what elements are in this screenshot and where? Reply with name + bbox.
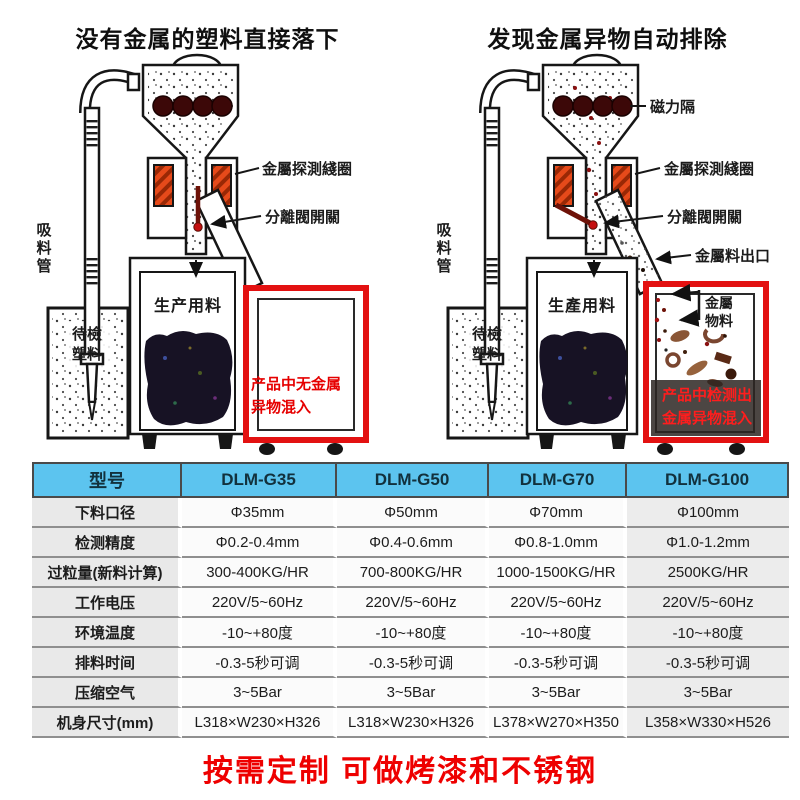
spec-value-cell: Φ100mm bbox=[627, 498, 789, 528]
footer-slogan: 按需定制 可做烤漆和不锈钢 bbox=[202, 755, 598, 788]
suction-pipe bbox=[479, 69, 541, 421]
left-diagram-art bbox=[46, 53, 369, 455]
spec-value-cell: 220V/5~60Hz bbox=[627, 588, 789, 618]
spec-label-cell: 检测精度 bbox=[32, 528, 182, 558]
coil-label: 金屬探測綫圈 bbox=[262, 161, 353, 178]
spec-label-cell: 压缩空气 bbox=[32, 678, 182, 708]
spec-value-cell: Φ1.0-1.2mm bbox=[627, 528, 789, 558]
leader-lines bbox=[210, 167, 262, 229]
leader-lines bbox=[603, 105, 692, 265]
production-container bbox=[128, 256, 247, 436]
spec-value-cell: L318×W230×H326 bbox=[337, 708, 489, 738]
spec-label-cell: 工作电压 bbox=[32, 588, 182, 618]
suction-pipe-label: 吸料管 bbox=[34, 222, 52, 276]
spec-value-cell: L318×W230×H326 bbox=[182, 708, 337, 738]
col-header-model: DLM-G35 bbox=[182, 462, 337, 498]
production-container bbox=[525, 256, 639, 436]
spec-label-cell: 过粒量(新料计算) bbox=[32, 558, 182, 588]
spec-value-cell: L358×W330×H526 bbox=[627, 708, 789, 738]
valve-label: 分離閥開關 bbox=[667, 209, 743, 226]
spec-value-cell: Φ35mm bbox=[182, 498, 337, 528]
spec-value-cell: 1000-1500KG/HR bbox=[489, 558, 627, 588]
spec-value-cell: -0.3-5秒可调 bbox=[489, 648, 627, 678]
col-header-model: DLM-G50 bbox=[337, 462, 489, 498]
spec-value-cell: -0.3-5秒可调 bbox=[182, 648, 337, 678]
machine-legs bbox=[142, 434, 343, 455]
no-metal-note: 产品中无金属 异物混入 bbox=[251, 376, 342, 416]
separation-valve bbox=[193, 186, 203, 232]
spec-value-cell: 3~5Bar bbox=[627, 678, 789, 708]
metal-outlet-label: 金屬料出口 bbox=[695, 248, 771, 265]
spec-label-cell: 机身尺寸(mm) bbox=[32, 708, 182, 738]
spec-label-cell: 排料时间 bbox=[32, 648, 182, 678]
magnet-label: 磁力隔 bbox=[650, 99, 696, 116]
metal-annotation-box bbox=[643, 281, 769, 443]
right-diagram-panel: 发现金属异物自动排除 磁力隔 金屬探測綫圈 分離閥開關 金屬料出口 生產用料 吸… bbox=[415, 18, 800, 460]
spec-value-cell: -0.3-5秒可调 bbox=[627, 648, 789, 678]
spec-value-cell: -10~+80度 bbox=[627, 618, 789, 648]
no-metal-annotation-box bbox=[243, 285, 369, 443]
magnet-rollers bbox=[552, 95, 633, 117]
spec-value-cell: -10~+80度 bbox=[337, 618, 489, 648]
right-diagram-art bbox=[446, 53, 769, 455]
left-diagram-panel: 没有金属的塑料直接落下 金屬探測綫圈 分離閥開關 生产用料 吸料管 待檢 塑料 … bbox=[15, 18, 400, 460]
col-header-model: DLM-G70 bbox=[489, 462, 627, 498]
spec-value-cell: 3~5Bar bbox=[182, 678, 337, 708]
metal-material-label: 金屬 物料 bbox=[705, 295, 733, 329]
suction-pipe-label: 吸料管 bbox=[434, 222, 452, 276]
spec-row: 环境温度-10~+80度-10~+80度-10~+80度-10~+80度 bbox=[32, 618, 789, 648]
spec-value-cell: L378×W270×H350 bbox=[489, 708, 627, 738]
spec-value-cell: Φ70mm bbox=[489, 498, 627, 528]
suction-pipe bbox=[79, 69, 141, 421]
spec-value-cell: -10~+80度 bbox=[182, 618, 337, 648]
spec-value-cell: 2500KG/HR bbox=[627, 558, 789, 588]
spec-label-cell: 下料口径 bbox=[32, 498, 182, 528]
production-material-label: 生產用料 bbox=[548, 298, 617, 315]
spec-value-cell: 220V/5~60Hz bbox=[337, 588, 489, 618]
spec-value-cell: 220V/5~60Hz bbox=[489, 588, 627, 618]
pending-plastic-label: 待檢 塑料 bbox=[72, 326, 103, 363]
col-header-model: DLM-G100 bbox=[627, 462, 789, 498]
coil-label: 金屬探測綫圈 bbox=[664, 161, 755, 178]
col-header-label: 型号 bbox=[32, 462, 182, 498]
spec-value-cell: Φ0.4-0.6mm bbox=[337, 528, 489, 558]
spec-value-cell: Φ0.2-0.4mm bbox=[182, 528, 337, 558]
left-diagram-title: 没有金属的塑料直接落下 bbox=[75, 26, 340, 52]
falling-metal-specks bbox=[654, 298, 668, 352]
production-material-label: 生产用料 bbox=[154, 298, 223, 315]
metal-material-pointer bbox=[670, 283, 701, 327]
spec-label-cell: 环境温度 bbox=[32, 618, 182, 648]
spec-row: 排料时间-0.3-5秒可调-0.3-5秒可调-0.3-5秒可调-0.3-5秒可调 bbox=[32, 648, 789, 678]
machine-legs bbox=[539, 434, 745, 455]
spec-value-cell: 220V/5~60Hz bbox=[182, 588, 337, 618]
spec-value-cell: 3~5Bar bbox=[489, 678, 627, 708]
separation-valve bbox=[554, 202, 598, 230]
magnet-rollers bbox=[152, 95, 233, 117]
spec-value-cell: Φ0.8-1.0mm bbox=[489, 528, 627, 558]
spec-value-cell: -10~+80度 bbox=[489, 618, 627, 648]
note-dark-band bbox=[651, 380, 761, 436]
valve-label: 分離閥開關 bbox=[265, 209, 341, 226]
pending-plastic-label: 待檢 塑料 bbox=[472, 326, 503, 363]
spec-value-cell: -0.3-5秒可调 bbox=[337, 648, 489, 678]
spec-value-cell: 300-400KG/HR bbox=[182, 558, 337, 588]
spec-value-cell: 3~5Bar bbox=[337, 678, 489, 708]
metal-detected-note: 产品中检测出 金属异物混入 bbox=[661, 387, 752, 427]
spec-value-cell: Φ50mm bbox=[337, 498, 489, 528]
spec-value-cell: 700-800KG/HR bbox=[337, 558, 489, 588]
right-diagram-title: 发现金属异物自动排除 bbox=[487, 26, 728, 52]
